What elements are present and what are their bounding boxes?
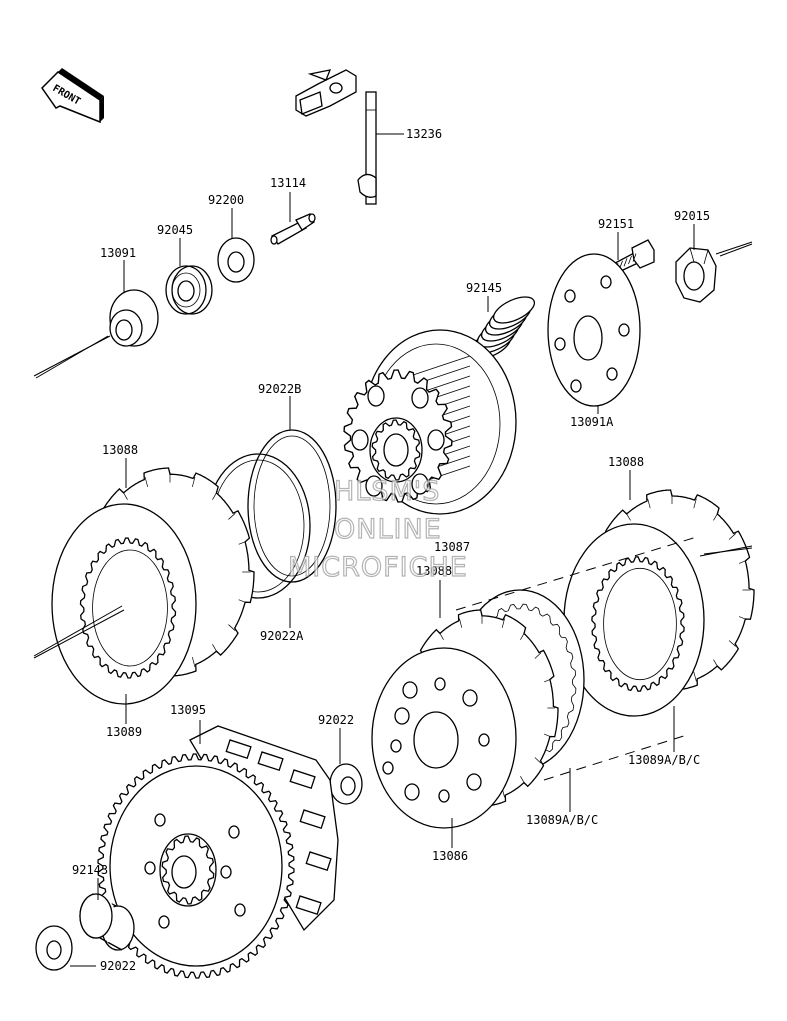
nut-92015	[675, 247, 717, 303]
washer-92200	[217, 237, 255, 283]
assembly-axis-lines	[33, 241, 753, 781]
part-number-labels: 13236 13114 92200 92045 13091 92151 9201…	[72, 127, 710, 973]
label-92022A: 92022A	[260, 629, 304, 643]
push-rod	[270, 213, 316, 245]
wire-ring-92022B	[247, 429, 337, 583]
label-13088-mid: 13088	[416, 564, 452, 578]
washer-92022-mid	[329, 763, 363, 805]
friction-plate-stack-right	[563, 489, 755, 717]
label-13095: 13095	[170, 703, 206, 717]
front-arrow-icon: FRONT	[41, 68, 104, 124]
label-13087: 13087	[434, 540, 470, 554]
collar-13091	[109, 289, 159, 347]
collar-92143	[79, 893, 135, 951]
label-13236: 13236	[406, 127, 442, 141]
label-13089ABC-mid: 13089A/B/C	[526, 813, 598, 827]
label-92045: 92045	[157, 223, 193, 237]
label-13086: 13086	[432, 849, 468, 863]
clutch-release-shaft	[295, 69, 377, 205]
label-92145: 92145	[466, 281, 502, 295]
watermark-line3: MICROFICHE	[288, 552, 468, 583]
clutch-housing-13095	[97, 725, 339, 979]
bearing-92045	[165, 265, 213, 315]
label-13088-left: 13088	[102, 443, 138, 457]
label-13091: 13091	[100, 246, 136, 260]
label-92022-mid: 92022	[318, 713, 354, 727]
label-92022-bottom: 92022	[100, 959, 136, 973]
label-13089ABC-right: 13089A/B/C	[628, 753, 700, 767]
label-92151: 92151	[598, 217, 634, 231]
label-13088-right: 13088	[608, 455, 644, 469]
pressure-plate-13091A	[547, 253, 641, 407]
label-92200: 92200	[208, 193, 244, 207]
watermark-line2: ONLINE	[334, 514, 442, 545]
label-92143: 92143	[72, 863, 108, 877]
washer-92022-bottom	[35, 925, 73, 971]
friction-plate-stack-left	[51, 467, 255, 705]
watermark: HLSM'S ONLINE MICROFICHE	[287, 475, 468, 583]
leader-lines	[70, 133, 695, 967]
label-92022B: 92022B	[258, 382, 301, 396]
label-13091A: 13091A	[570, 415, 614, 429]
label-13114: 13114	[270, 176, 306, 190]
label-13089: 13089	[106, 725, 142, 739]
clutch-hub-13087	[343, 329, 517, 515]
watermark-line1: HLSM'S	[334, 476, 440, 507]
label-92015: 92015	[674, 209, 710, 223]
clutch-plate-13086	[371, 647, 517, 829]
